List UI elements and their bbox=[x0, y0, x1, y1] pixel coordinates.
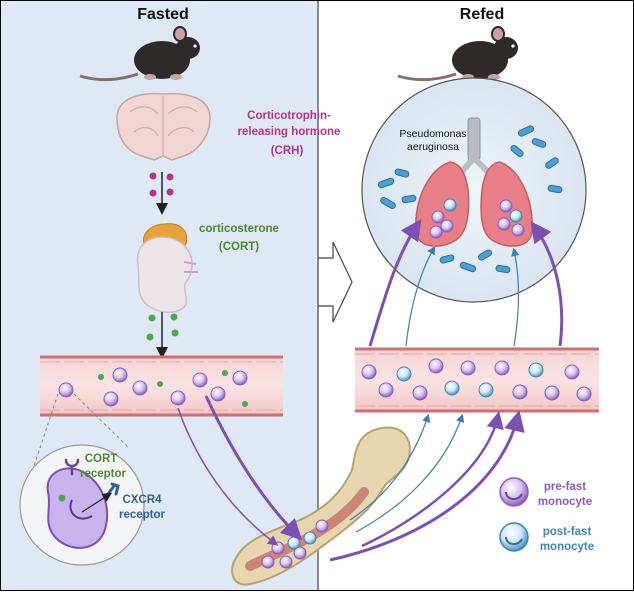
egress-arrow bbox=[355, 413, 465, 533]
monocyte-homing-arrow bbox=[177, 407, 279, 546]
mouse-icon bbox=[397, 26, 518, 82]
cort-receptor-label-line1: CORT bbox=[85, 453, 118, 465]
vessel-monocytes-refed bbox=[361, 358, 592, 402]
crh-label-line2: releasing hormone bbox=[238, 126, 341, 138]
cort-receptor-label-line2: receptor bbox=[80, 468, 127, 480]
crh-label-line3: (CRH) bbox=[271, 145, 304, 157]
legend bbox=[499, 477, 529, 552]
legend-postfast-line2: monocyte bbox=[540, 541, 594, 553]
prefast-monocytes bbox=[58, 367, 248, 407]
blood-vessel bbox=[355, 347, 599, 413]
crh-label-line1: Corticotrophin- bbox=[247, 110, 331, 122]
cort-label-line1: corticosterone bbox=[199, 223, 279, 235]
lung-monocytes bbox=[429, 198, 525, 239]
mouse-icon bbox=[79, 26, 200, 82]
monocyte-homing-arrow bbox=[204, 395, 303, 541]
fasted-title: Fasted bbox=[137, 6, 189, 23]
zoom-line bbox=[29, 393, 59, 479]
lung-recruitment-arrow bbox=[530, 221, 564, 347]
legend-postfast-icon bbox=[499, 522, 529, 552]
pathogen-label-line1: Pseudomonas bbox=[399, 128, 466, 140]
monocyte-zoom-inset bbox=[19, 444, 145, 566]
cxcr4-receptor-label-line1: CXCR4 bbox=[123, 494, 163, 506]
cort-molecules bbox=[146, 313, 179, 341]
adrenal-kidney-icon bbox=[136, 223, 198, 313]
egress-arrow bbox=[361, 411, 504, 548]
egress-arrow bbox=[329, 410, 525, 562]
transition-arrow bbox=[317, 241, 353, 323]
crh-molecules bbox=[149, 172, 174, 197]
bacteria-icons bbox=[377, 125, 563, 274]
lung-recruitment-arrow bbox=[511, 247, 520, 347]
brain-icon bbox=[116, 92, 211, 161]
lung-recruitment-arrow bbox=[405, 245, 436, 347]
egress-arrow bbox=[349, 413, 431, 521]
legend-postfast-line1: post-fast bbox=[543, 526, 592, 538]
zoom-line bbox=[73, 393, 129, 448]
refed-title: Refed bbox=[460, 6, 504, 23]
lung-recruitment-arrow bbox=[368, 219, 422, 347]
legend-prefast-line2: monocyte bbox=[538, 496, 592, 508]
legend-prefast-line1: pre-fast bbox=[544, 481, 586, 493]
pathogen-label-line2: aeruginosa bbox=[407, 141, 459, 153]
legend-prefast-icon bbox=[499, 477, 529, 507]
cxcr4-receptor-label-line2: receptor bbox=[119, 509, 166, 521]
cort-label-line2: (CORT) bbox=[219, 241, 259, 253]
cort-molecules-in-vessel bbox=[98, 370, 248, 407]
